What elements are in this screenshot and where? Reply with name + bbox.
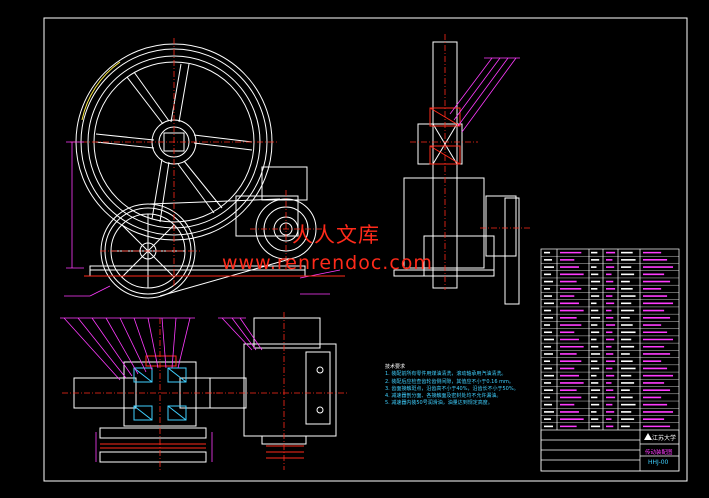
note-line: 5. 减速器内装50号润滑油，油量达到规定高度。 — [385, 400, 493, 407]
school-name: 江苏大学 — [652, 435, 677, 442]
dimension-lines-left — [95, 432, 213, 462]
school-logo-icon — [644, 433, 652, 440]
note-line: 2. 装配后应检查齿轮齿侧间隙，其值应不小于0.16 mm。 — [385, 378, 514, 385]
watermark-url: www.renrendoc.com — [222, 252, 433, 274]
drive-belt — [149, 198, 291, 297]
motor-section-red — [266, 445, 304, 459]
parts-list-table — [540, 248, 680, 472]
side-center-lines — [410, 34, 530, 290]
leader-lines-side — [449, 57, 520, 133]
note-line: 3. 齿面接触斑点，沿齿高不小于40%，沿齿长不小于50%。 — [385, 385, 519, 392]
technical-notes-heading: 技术要求 — [385, 364, 406, 370]
motor-section-view — [209, 317, 337, 445]
center-lines-main — [70, 38, 322, 288]
watermark-chinese: 人人文库 — [292, 223, 380, 247]
leader-lines-left — [60, 317, 195, 381]
section-hatch-left — [133, 367, 187, 421]
drawing-frame — [43, 17, 688, 482]
wheel-rim-highlight — [81, 61, 121, 121]
drawing-name: 传动装配图 — [645, 450, 673, 456]
technical-notes: 技术要求 1. 装配前所有零件用煤油清洗，滚动轴承用汽油清洗。 2. 装配后应检… — [385, 364, 519, 408]
parts-list-rows — [541, 256, 679, 423]
parts-list-cells — [544, 251, 674, 428]
motor-section-center — [206, 312, 348, 470]
dimension-lines-main — [64, 141, 341, 297]
drawing-number: HHJ-00 — [648, 459, 669, 466]
note-line: 1. 装配前所有零件用煤油清洗，滚动轴承用汽油清洗。 — [385, 371, 507, 378]
section-center-lines-left — [62, 318, 220, 470]
note-line: 4. 减速器剖分面、各接触面及密封处均不允许漏油。 — [385, 393, 502, 400]
section-red-detail-left — [100, 355, 206, 449]
leader-lines-mid — [218, 317, 263, 351]
